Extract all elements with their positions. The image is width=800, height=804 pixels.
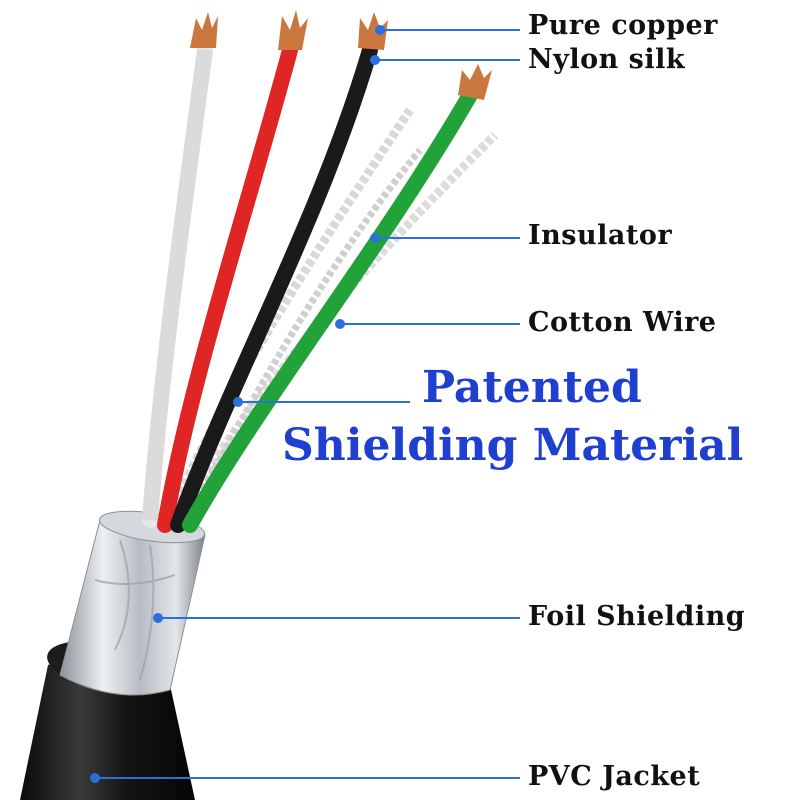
label-nylon-silk: Nylon silk bbox=[528, 44, 686, 75]
cotton-wire-2 bbox=[171, 131, 499, 528]
headline-line-2: Shielding Material bbox=[282, 420, 744, 471]
copper-strands bbox=[190, 10, 492, 100]
foil-wrinkle bbox=[94, 539, 176, 681]
wire-black bbox=[170, 42, 378, 533]
label-foil-shielding: Foil Shielding bbox=[528, 601, 746, 632]
copper-end-black bbox=[358, 12, 388, 50]
copper-end-white bbox=[190, 12, 218, 48]
wire-white bbox=[142, 42, 213, 528]
leader-lines bbox=[90, 25, 520, 783]
label-cotton-wire: Cotton Wire bbox=[528, 307, 717, 338]
copper-end-green bbox=[458, 64, 492, 100]
wire-red bbox=[157, 42, 298, 533]
wire-green bbox=[182, 87, 478, 533]
copper-end-red bbox=[278, 10, 308, 50]
label-pvc-jacket: PVC Jacket bbox=[528, 761, 701, 792]
wire-white-edge bbox=[142, 48, 213, 521]
label-insulator: Insulator bbox=[528, 220, 673, 251]
label-pure-copper: Pure copper bbox=[528, 10, 718, 41]
headline-line-1: Patented bbox=[422, 362, 642, 413]
